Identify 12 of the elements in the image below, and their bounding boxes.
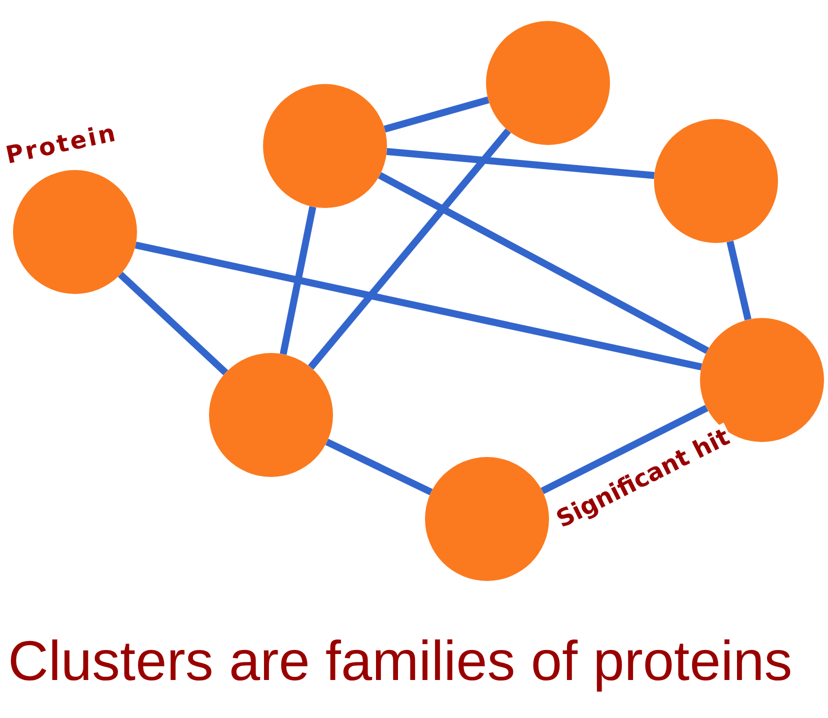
connector-line: [325, 438, 433, 496]
connector-line: [308, 128, 511, 370]
caption: Clusters are families of proteins: [8, 628, 792, 693]
connector-line: [378, 172, 709, 354]
connector-line: [540, 404, 708, 494]
connector-line: [280, 206, 316, 355]
connector-line: [386, 148, 655, 179]
connector-line: [384, 96, 490, 133]
node-caption: Protein: [3, 118, 120, 170]
connector-line: [726, 240, 752, 320]
connector-line: [118, 272, 228, 376]
connector-line: [134, 242, 702, 370]
